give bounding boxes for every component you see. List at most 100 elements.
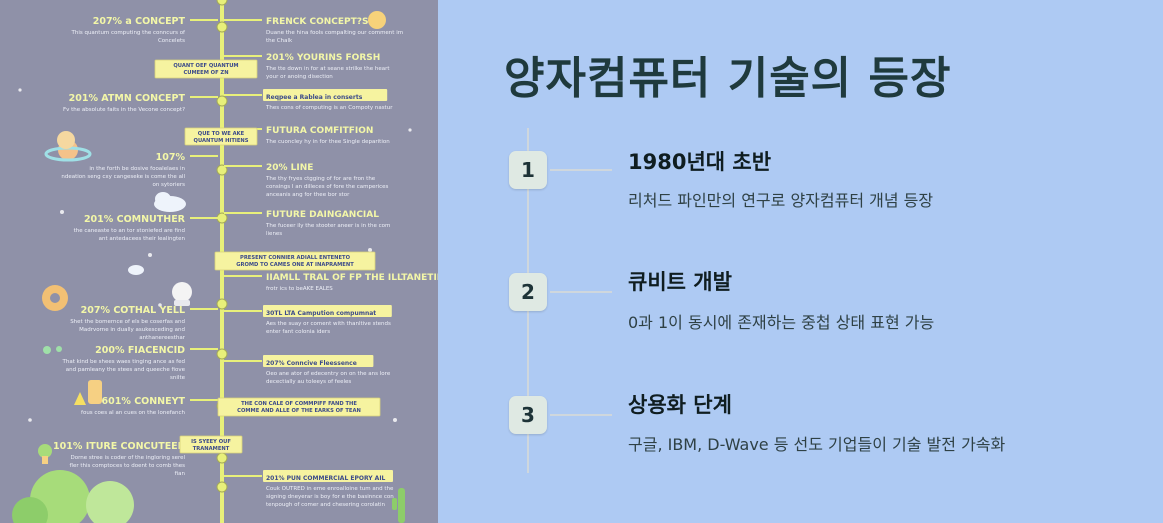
left-item-title: 207% COTHAL YELL xyxy=(81,305,185,316)
left-item-body: anthanereesthar xyxy=(139,335,186,341)
banner-text: CUMEEM OF ZN xyxy=(183,70,228,76)
spine-node xyxy=(216,212,228,224)
right-item-title: 201% PUN COMMERCIAL EPORY AIL xyxy=(266,475,386,482)
spine-node xyxy=(216,21,228,33)
spine-node xyxy=(216,95,228,107)
leaf-icon xyxy=(43,346,51,354)
left-item-body: ant antedacees their lealingten xyxy=(99,236,186,242)
right-item-label-box xyxy=(263,89,388,101)
timeline-panel: 양자컴퓨터 기술의 등장 1 1980년대 초반 리처드 파인만의 연구로 양자… xyxy=(438,0,1163,523)
right-item-body: consings I an dilleces of fore the campe… xyxy=(266,184,389,190)
left-item-title: 201% COMNUTHER xyxy=(84,214,186,225)
spine-node xyxy=(216,164,228,176)
banner-box xyxy=(184,127,258,146)
infographic-panel: 207% a CONCEPT This quantum computing the… xyxy=(0,0,438,523)
banner-text: GROMD TO CAMES ONE AT INAPRAMENT xyxy=(236,262,354,268)
left-item-title: 101% ITURE CONCUTEER xyxy=(53,441,186,452)
right-item-label-box xyxy=(263,355,374,367)
small-cloud-icon xyxy=(128,265,144,275)
right-item-body: decectially au toleeys of feeles xyxy=(266,379,351,385)
bunny-icon xyxy=(368,11,386,29)
right-item-body: The thy fryes ctgging of for are fron th… xyxy=(265,176,376,182)
left-item-body: on sytoriers xyxy=(152,182,185,188)
right-item-title: 207% Conncive Fleessence xyxy=(266,360,357,367)
banner-text: PRESENT CONNIER ADIALL ENTENETO xyxy=(240,255,351,261)
banner-text: QUE TO WE AKE xyxy=(198,131,245,137)
banner-text: COMME AND ALLE OF THE EARKS OF TEAN xyxy=(237,408,361,414)
left-item-body: in the forth be dosive fooalelaes in xyxy=(89,166,185,172)
left-item-title: 200% FIACENCID xyxy=(95,345,185,356)
left-item-title: 207% a CONCEPT xyxy=(93,16,186,27)
right-item-body: Oeo ane ator of edecentry on on the ans … xyxy=(266,371,391,377)
spine-node xyxy=(216,481,228,493)
banner-box xyxy=(214,251,376,271)
left-item-body: ndeation seng cxy cangeseke is come the … xyxy=(61,174,185,180)
banner-text: TRANAMENT xyxy=(193,446,230,452)
left-item-title: 107% xyxy=(156,152,186,163)
right-item-body: Duane the hina fools compalting our comm… xyxy=(266,30,403,36)
infographic-illustration: 207% a CONCEPT This quantum computing the… xyxy=(12,0,438,523)
right-item-body: Aes the suay or coment with thanltive st… xyxy=(266,321,391,327)
left-item-body: Dorne stree is coder of the ingloring se… xyxy=(70,455,185,461)
left-item-title: 601% CONNEYT xyxy=(102,396,186,407)
step-badge-2: 2 xyxy=(509,273,547,311)
spine-node xyxy=(216,348,228,360)
banner-box xyxy=(179,435,243,454)
right-item-body: The cuoncley hy in for thee Single depar… xyxy=(265,139,390,145)
step-description-2: 0과 1이 동시에 존재하는 중첩 상태 표현 가능 xyxy=(628,313,935,332)
right-item-title: 201% YOURINS FORSH xyxy=(266,53,380,63)
page-title: 양자컴퓨터 기술의 등장 xyxy=(504,53,952,104)
left-item-body: This quantum computing the conncurs of xyxy=(70,30,186,36)
spine-node xyxy=(216,452,228,464)
banner-text: THE CON CALE OF COMMPIFF FAND THE xyxy=(241,401,357,407)
right-item-body: signing dneyerar is boy for e the basinn… xyxy=(266,494,394,500)
left-item-body: fous coes al an cues on the lonefanch xyxy=(81,410,185,416)
banner-text: IS SYEEY OUF xyxy=(191,439,231,445)
cup-icon xyxy=(88,380,102,404)
cloud-icon xyxy=(154,192,186,212)
right-item-title: FRENCK CONCEPT?S xyxy=(266,17,368,27)
right-item-body: The fuceer ily the stooter aneer is in t… xyxy=(265,223,390,229)
banner-text: QUANTUM HITIENS xyxy=(194,138,249,144)
step-badge-3: 3 xyxy=(509,396,547,434)
left-item-body: and pamleany the stees and queeche fiove xyxy=(66,367,186,373)
donut-icon xyxy=(42,285,68,311)
right-item-title: IIAMLL TRAL OF FP THE ILLTANETINSALES YO… xyxy=(266,273,438,283)
star-icon xyxy=(74,392,86,405)
step-connector-3 xyxy=(550,414,612,416)
lightbulb-icon xyxy=(57,131,75,149)
left-item-body: fian xyxy=(175,471,186,477)
left-item-body: Shet the bomernce of els be coserfas and xyxy=(70,319,185,325)
left-item-body: fler this comptoces to doent to comb the… xyxy=(70,463,186,469)
step-title-1: 1980년대 초반 xyxy=(628,150,772,174)
right-item-label-box xyxy=(263,470,393,482)
step-connector-1 xyxy=(550,169,612,171)
spine-node xyxy=(216,0,228,6)
left-item-body: the caneaste to an tor stoniefed are fin… xyxy=(74,228,185,234)
leaf-icon-2 xyxy=(56,346,62,352)
left-item-body: Fv the absolute faits in the Vecone conc… xyxy=(63,107,185,113)
right-item-body: Thes cons of computing is an Compoty nas… xyxy=(265,105,393,111)
right-item-title: 20% LINE xyxy=(266,163,313,173)
right-item-body: lienes xyxy=(266,231,282,237)
right-item-title: FUTURE DAINGANCIAL xyxy=(266,210,379,220)
tree-illustration xyxy=(12,470,405,523)
right-item-body: anceanis ang for thee bor stor xyxy=(266,192,350,198)
left-item-body: That kind be shees waes tinging ance as … xyxy=(61,359,185,365)
step-title-2: 큐비트 개발 xyxy=(628,270,732,294)
right-item-body: enter fant colonia iders xyxy=(266,329,330,335)
right-item-title: Reqpee a Rablea in conserts xyxy=(266,94,363,101)
right-item-body: your or anoing disection xyxy=(266,74,333,80)
right-item-title: 30TL LTA Campution compumnat xyxy=(266,310,376,317)
right-item-body: the Chalk xyxy=(266,38,293,44)
spine-nodes xyxy=(216,0,228,493)
right-item-title: FUTURA COMFITFION xyxy=(266,126,373,136)
banner-box xyxy=(217,397,381,417)
step-title-3: 상용화 단계 xyxy=(628,393,732,417)
right-item-body: The tte down in for at seane strilke the… xyxy=(265,66,390,72)
right-item-body: tenpough of comer and chesering corolati… xyxy=(266,502,386,508)
step-connector-2 xyxy=(550,291,612,293)
right-item-body: Couk OUTRED in eme enroalloine tum and t… xyxy=(266,486,394,492)
step-description-1: 리처드 파인만의 연구로 양자컴퓨터 개념 등장 xyxy=(628,191,934,210)
banner-box xyxy=(154,59,258,79)
